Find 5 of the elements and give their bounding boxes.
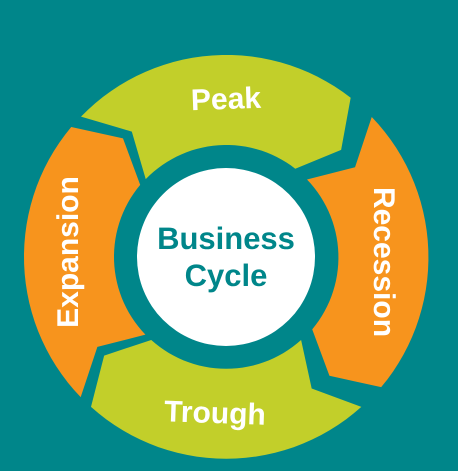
phase-label: Expansion: [54, 176, 84, 328]
hub-title: Business Cycle: [156, 220, 296, 294]
phase-label: Recession: [368, 187, 398, 338]
phase-label: Peak: [190, 84, 262, 116]
phase-label: Trough: [164, 396, 266, 430]
